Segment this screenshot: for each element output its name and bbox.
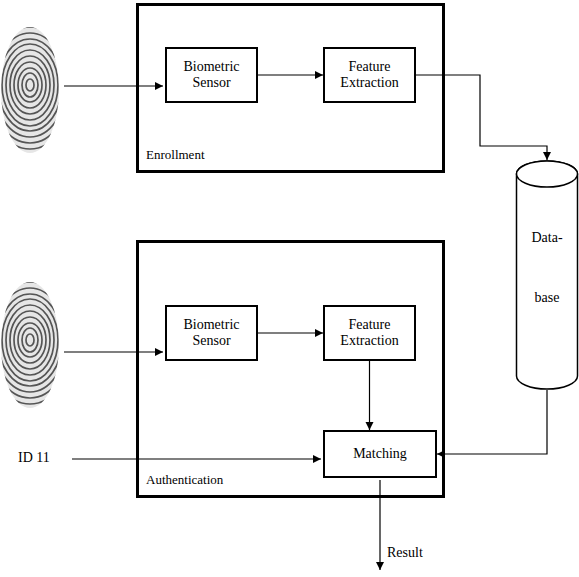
process-box: Biometric Sensor [165,305,258,361]
stage-group: Authentication Biometric Sensor Feature Ex… [136,240,445,498]
node-label: Feature Extraction [331,59,408,91]
flow-arrow [369,361,370,430]
flow-arrow [258,74,323,75]
group-heading: Authentication [146,473,223,488]
cylinder-outline [515,160,579,390]
process-box: Feature Extraction [323,47,416,103]
node-label: Biometric Sensor [173,317,250,349]
node-label: Biometric Sensor [173,59,250,91]
flow-arrow [416,75,547,160]
node-label: Matching [353,446,407,462]
id-line [72,458,321,459]
flow-arrow [258,332,323,333]
id-label: ID 11 [18,450,50,466]
node-label: Data- base [515,160,579,328]
process-box: Matching [323,430,437,478]
input-arrow [64,351,163,352]
input-arrow [64,85,163,86]
cylinder-top [517,161,578,187]
fingerprint-image [0,15,78,155]
node-label: Feature Extraction [331,317,408,349]
group-heading: Enrollment [146,148,205,163]
result-label: Result [387,545,423,561]
result-arrow [379,480,380,570]
database-cylinder: Data- base [515,160,579,390]
process-box: Biometric Sensor [165,47,258,103]
process-box: Feature Extraction [323,305,416,361]
flow-arrow [437,390,547,454]
fingerprint-image [0,270,78,410]
stage-group: Enrollment Biometric Sensor Feature Extrac… [136,3,445,173]
cylinder-body [517,161,578,389]
